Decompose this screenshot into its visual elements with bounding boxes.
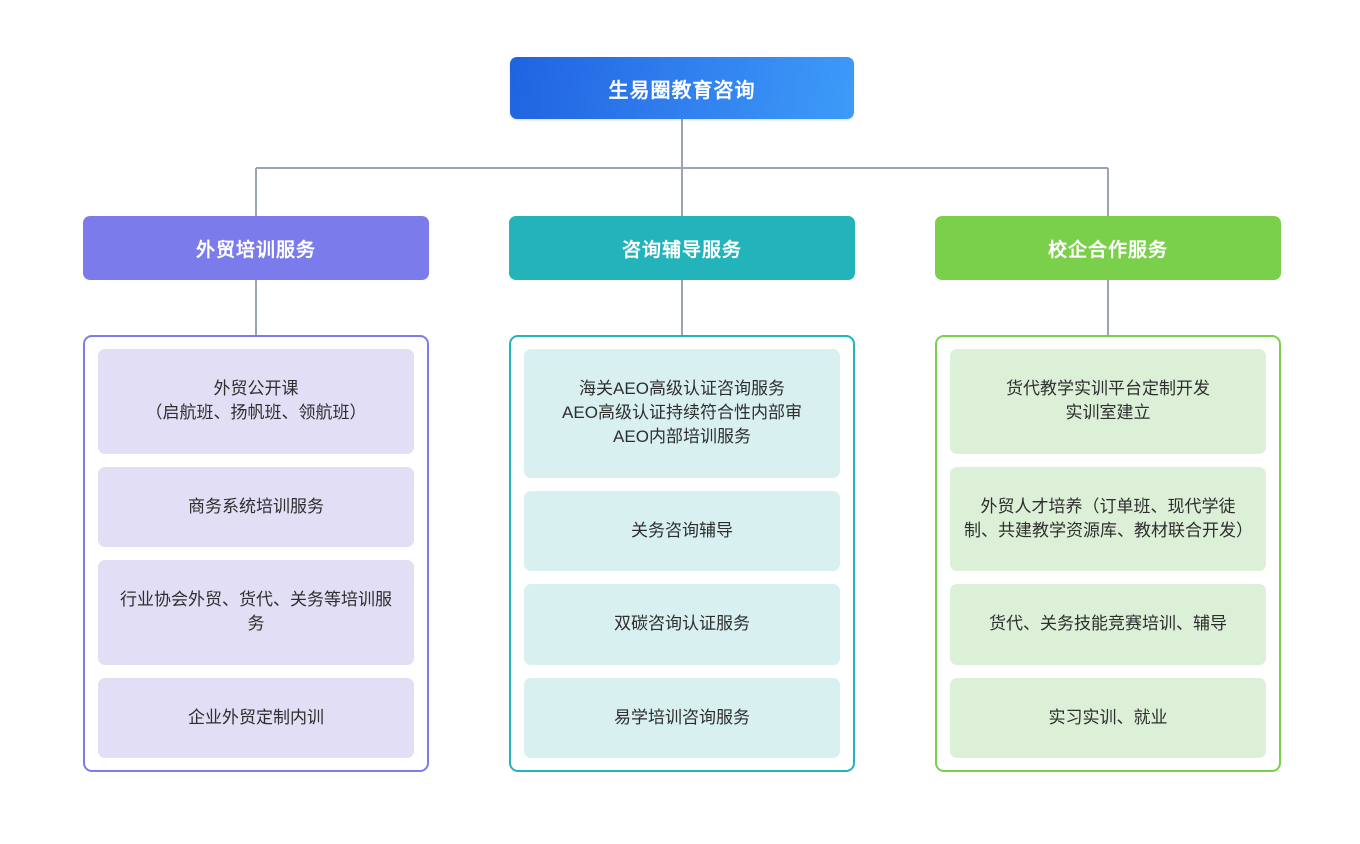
item-card-label: 关务咨询辅导 — [631, 520, 733, 540]
item-card[interactable]: 易学培训咨询服务 — [524, 677, 840, 758]
item-card[interactable]: 企业外贸定制内训 — [98, 677, 414, 758]
items-panel-consulting-tutoring: 海关AEO高级认证咨询服务 AEO高级认证持续符合性内部审 AEO内部培训服务 … — [509, 335, 855, 772]
item-card-label: 外贸公开课 （启航班、扬帆班、领航班） — [145, 379, 367, 423]
item-card-label: 货代教学实训平台定制开发 实训室建立 — [1006, 379, 1210, 423]
category-header-label: 咨询辅导服务 — [621, 239, 742, 261]
item-card-label: 商务系统培训服务 — [188, 496, 324, 516]
branch-column-school-enterprise-cooperation: 校企合作服务 货代教学实训平台定制开发 实训室建立 外贸人才培养（订单班、现代学… — [935, 216, 1281, 772]
item-card-label: 行业协会外贸、货代、关务等培训服务 — [120, 590, 392, 634]
item-card-label: 易学培训咨询服务 — [614, 707, 750, 727]
item-card[interactable]: 实习实训、就业 — [950, 677, 1266, 758]
category-header-foreign-trade-training[interactable]: 外贸培训服务 — [83, 216, 429, 280]
item-card-label: 海关AEO高级认证咨询服务 AEO高级认证持续符合性内部审 AEO内部培训服务 — [562, 379, 802, 447]
item-card[interactable]: 商务系统培训服务 — [98, 466, 414, 547]
item-card[interactable]: 货代、关务技能竞赛培训、辅导 — [950, 584, 1266, 665]
category-header-label: 外贸培训服务 — [195, 239, 316, 261]
items-panel-foreign-trade-training: 外贸公开课 （启航班、扬帆班、领航班） 商务系统培训服务 行业协会外贸、货代、关… — [83, 335, 429, 772]
root-node-label: 生易圈教育咨询 — [608, 79, 756, 102]
item-card[interactable]: 外贸公开课 （启航班、扬帆班、领航班） — [98, 349, 414, 454]
item-card-label: 货代、关务技能竞赛培训、辅导 — [989, 614, 1227, 634]
branch-column-consulting-tutoring: 咨询辅导服务 海关AEO高级认证咨询服务 AEO高级认证持续符合性内部审 AEO… — [509, 216, 855, 772]
category-header-label: 校企合作服务 — [1047, 239, 1168, 261]
category-header-school-enterprise-cooperation[interactable]: 校企合作服务 — [935, 216, 1281, 280]
item-card-label: 实习实训、就业 — [1048, 707, 1168, 727]
root-node[interactable]: 生易圈教育咨询 — [510, 57, 854, 119]
item-card[interactable]: 货代教学实训平台定制开发 实训室建立 — [950, 349, 1266, 454]
item-card-label: 双碳咨询认证服务 — [614, 614, 750, 634]
item-card[interactable]: 海关AEO高级认证咨询服务 AEO高级认证持续符合性内部审 AEO内部培训服务 — [524, 349, 840, 478]
item-card[interactable]: 行业协会外贸、货代、关务等培训服务 — [98, 560, 414, 665]
items-panel-school-enterprise-cooperation: 货代教学实训平台定制开发 实训室建立 外贸人才培养（订单班、现代学徒制、共建教学… — [935, 335, 1281, 772]
item-card-label: 企业外贸定制内训 — [188, 707, 324, 727]
item-card-label: 外贸人才培养（订单班、现代学徒制、共建教学资源库、教材联合开发） — [964, 496, 1253, 540]
item-card[interactable]: 外贸人才培养（订单班、现代学徒制、共建教学资源库、教材联合开发） — [950, 466, 1266, 572]
category-header-consulting-tutoring[interactable]: 咨询辅导服务 — [509, 216, 855, 280]
branch-column-foreign-trade-training: 外贸培训服务 外贸公开课 （启航班、扬帆班、领航班） 商务系统培训服务 行业协会… — [83, 216, 429, 772]
item-card[interactable]: 双碳咨询认证服务 — [524, 584, 840, 665]
item-card[interactable]: 关务咨询辅导 — [524, 490, 840, 572]
